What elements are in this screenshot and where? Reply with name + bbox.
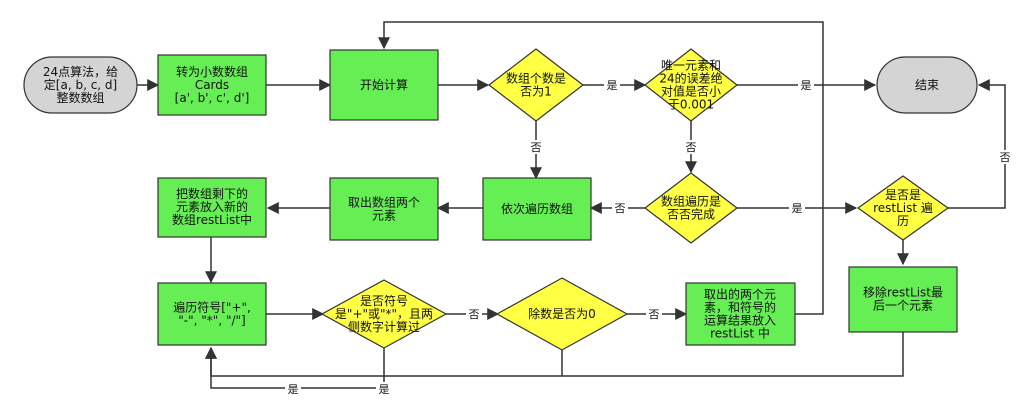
edge-rest-to-end: [948, 79, 1006, 209]
put-result-line: 取出的两个元: [704, 287, 776, 302]
traverse-array-line: 依次遍历数组: [501, 201, 573, 216]
label-traverse-no: 否: [615, 202, 626, 215]
end-node: [876, 56, 978, 114]
only-elem-check-line: 唯一元素和: [661, 59, 721, 73]
traverse-ops-line: "-", "*", "/"]: [178, 314, 245, 328]
put-result-line: 素，和符号的: [704, 300, 776, 315]
remove-last-line: 后一个元素: [873, 299, 933, 313]
edge-labels: 是 是 否 否 否 是 否 否 否 是 是: [285, 78, 1013, 396]
label-count-no: 否: [531, 141, 542, 154]
reststlist-done-line: 历: [897, 214, 909, 228]
divisor-zero-text: 除数是否为0: [528, 306, 596, 321]
divisor-zero-line: 除数是否为0: [528, 306, 596, 321]
remove-last-text: 移除restList最后一个元素: [863, 285, 943, 313]
to-float-line: Cards: [195, 78, 229, 92]
reststlist-done-line: restList 遍: [873, 201, 933, 215]
start-node: [23, 56, 138, 114]
only-elem-check-line: 于0.001: [668, 98, 714, 112]
label-rest-no: 否: [1000, 151, 1011, 164]
is-op-check-text: 是否符号是"+"或"*"，且两侧数字计算过: [335, 293, 433, 334]
to-float-line: [a', b', c', d']: [175, 91, 250, 105]
begin-calc-line: 开始计算: [360, 77, 408, 92]
restlist-done-decision: [856, 175, 950, 241]
label-isop-yes: 是: [288, 383, 299, 396]
take-two-line: 取出数组两个: [348, 195, 420, 210]
only-elem-check-decision: [644, 48, 738, 122]
traverse-array-text: 依次遍历数组: [501, 201, 573, 216]
to-float-node: [157, 54, 267, 116]
put-rest-node: [157, 177, 267, 238]
take-two-node: [329, 177, 439, 241]
label-only-no: 否: [686, 141, 697, 154]
is-op-check-line: 是否符号: [360, 293, 408, 308]
count-is-one-decision: [488, 48, 584, 122]
traverse-ops-text: 遍历符号["+","-", "*", "/"]: [173, 300, 251, 328]
start-node-text: 24点算法，给定[a, b, c, d]整数数组: [43, 64, 118, 105]
only-elem-check-line: 24的误差绝: [659, 71, 722, 86]
traverse-array-node: [482, 177, 592, 241]
end-node-text: 结束: [915, 78, 939, 92]
traverse-done-line: 数组遍历是: [661, 194, 721, 209]
reststlist-done-line: 是否是: [885, 188, 921, 202]
label-divisor-yes: 是: [379, 383, 390, 396]
put-result-line: restList 中: [710, 326, 770, 341]
traverse-done-line: 否否完成: [667, 207, 715, 222]
put-rest-text: 把数组剩下的元素放入新的数组restList中: [172, 186, 252, 227]
put-rest-line: 数组restList中: [172, 212, 252, 227]
traverse-ops-line: 遍历符号["+",: [173, 300, 251, 315]
put-rest-line: 把数组剩下的: [176, 186, 248, 201]
label-only-yes: 是: [801, 79, 812, 92]
put-result-line: 运算结果放入: [704, 313, 776, 328]
start-line: 定[a, b, c, d]: [44, 77, 117, 92]
divisor-zero-decision: [495, 277, 629, 351]
remove-last-line: 移除restList最: [863, 285, 943, 300]
start-line: 整数数组: [56, 90, 104, 105]
edge-isop-yes-to-ops: [205, 346, 385, 389]
label-divisor-no: 否: [649, 308, 660, 321]
only-elem-check-line: 对值是否小: [661, 84, 721, 99]
take-two-line: 元素: [372, 209, 396, 223]
take-two-text: 取出数组两个元素: [348, 195, 420, 223]
remove-last-node: [848, 266, 958, 333]
put-rest-line: 元素放入新的: [176, 199, 248, 214]
label-count-yes: 是: [607, 79, 618, 92]
begin-calc-node: [329, 49, 439, 121]
start-line: 24点算法，给: [43, 64, 118, 79]
edge-put-result-to-begin: [378, 21, 824, 315]
end-line: 结束: [915, 78, 939, 92]
is-op-check-decision: [320, 279, 448, 349]
traverse-done-decision: [644, 172, 738, 244]
begin-calc-node-text: 开始计算: [360, 77, 408, 92]
label-traverse-yes: 是: [792, 202, 803, 215]
count-is-one-text: 数组个数是否为1: [506, 71, 566, 99]
count-is-one-line: 否为1: [520, 85, 552, 99]
label-isop-no: 否: [469, 308, 480, 321]
traverse-ops-node: [157, 282, 267, 346]
to-float-line: 转为小数数组: [176, 64, 248, 79]
put-result-node: [685, 282, 796, 346]
traverse-done-text: 数组遍历是否否完成: [661, 194, 721, 222]
count-is-one-line: 数组个数是: [506, 71, 566, 86]
is-op-check-line: 侧数字计算过: [348, 319, 420, 334]
is-op-check-line: 是"+"或"*"，且两: [335, 307, 433, 321]
